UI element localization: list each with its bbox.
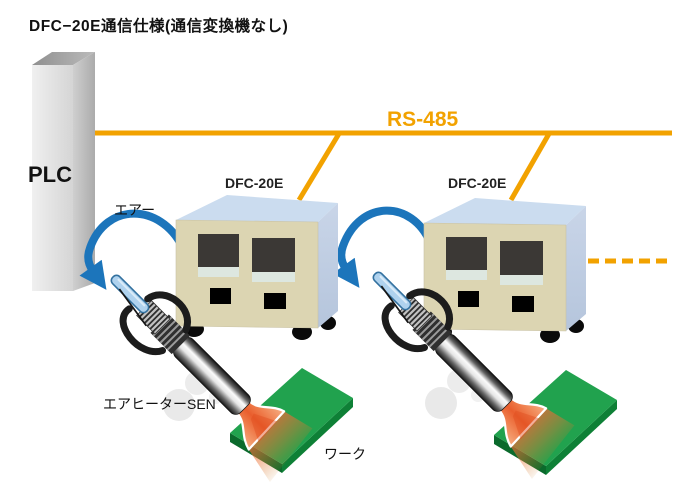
plc-top-face [32, 52, 95, 65]
page-title: DFC−20E通信仕様(通信変換機なし) [29, 16, 288, 35]
plc-right-face [73, 52, 95, 291]
air-heater-label: エアヒーターSEN [103, 396, 216, 412]
bus-drop-line-1 [296, 130, 343, 202]
plc-unit: PLC [28, 52, 95, 291]
plc-label: PLC [28, 162, 72, 187]
controller-1-label: DFC-20E [225, 175, 283, 191]
air-label: エアー [114, 202, 155, 218]
controller-2-label: DFC-20E [448, 175, 506, 191]
rs485-bus: RS-485 [95, 108, 672, 264]
rs485-label: RS-485 [387, 108, 459, 131]
air-arrow-2 [332, 206, 434, 288]
dfc-controller-1 [175, 194, 339, 341]
work-label: ワーク [324, 446, 366, 462]
bus-drop-line-2 [508, 130, 553, 202]
rs485-bus-line [95, 130, 672, 136]
plc-front-face [32, 65, 73, 291]
air-arrow-1 [79, 209, 186, 290]
